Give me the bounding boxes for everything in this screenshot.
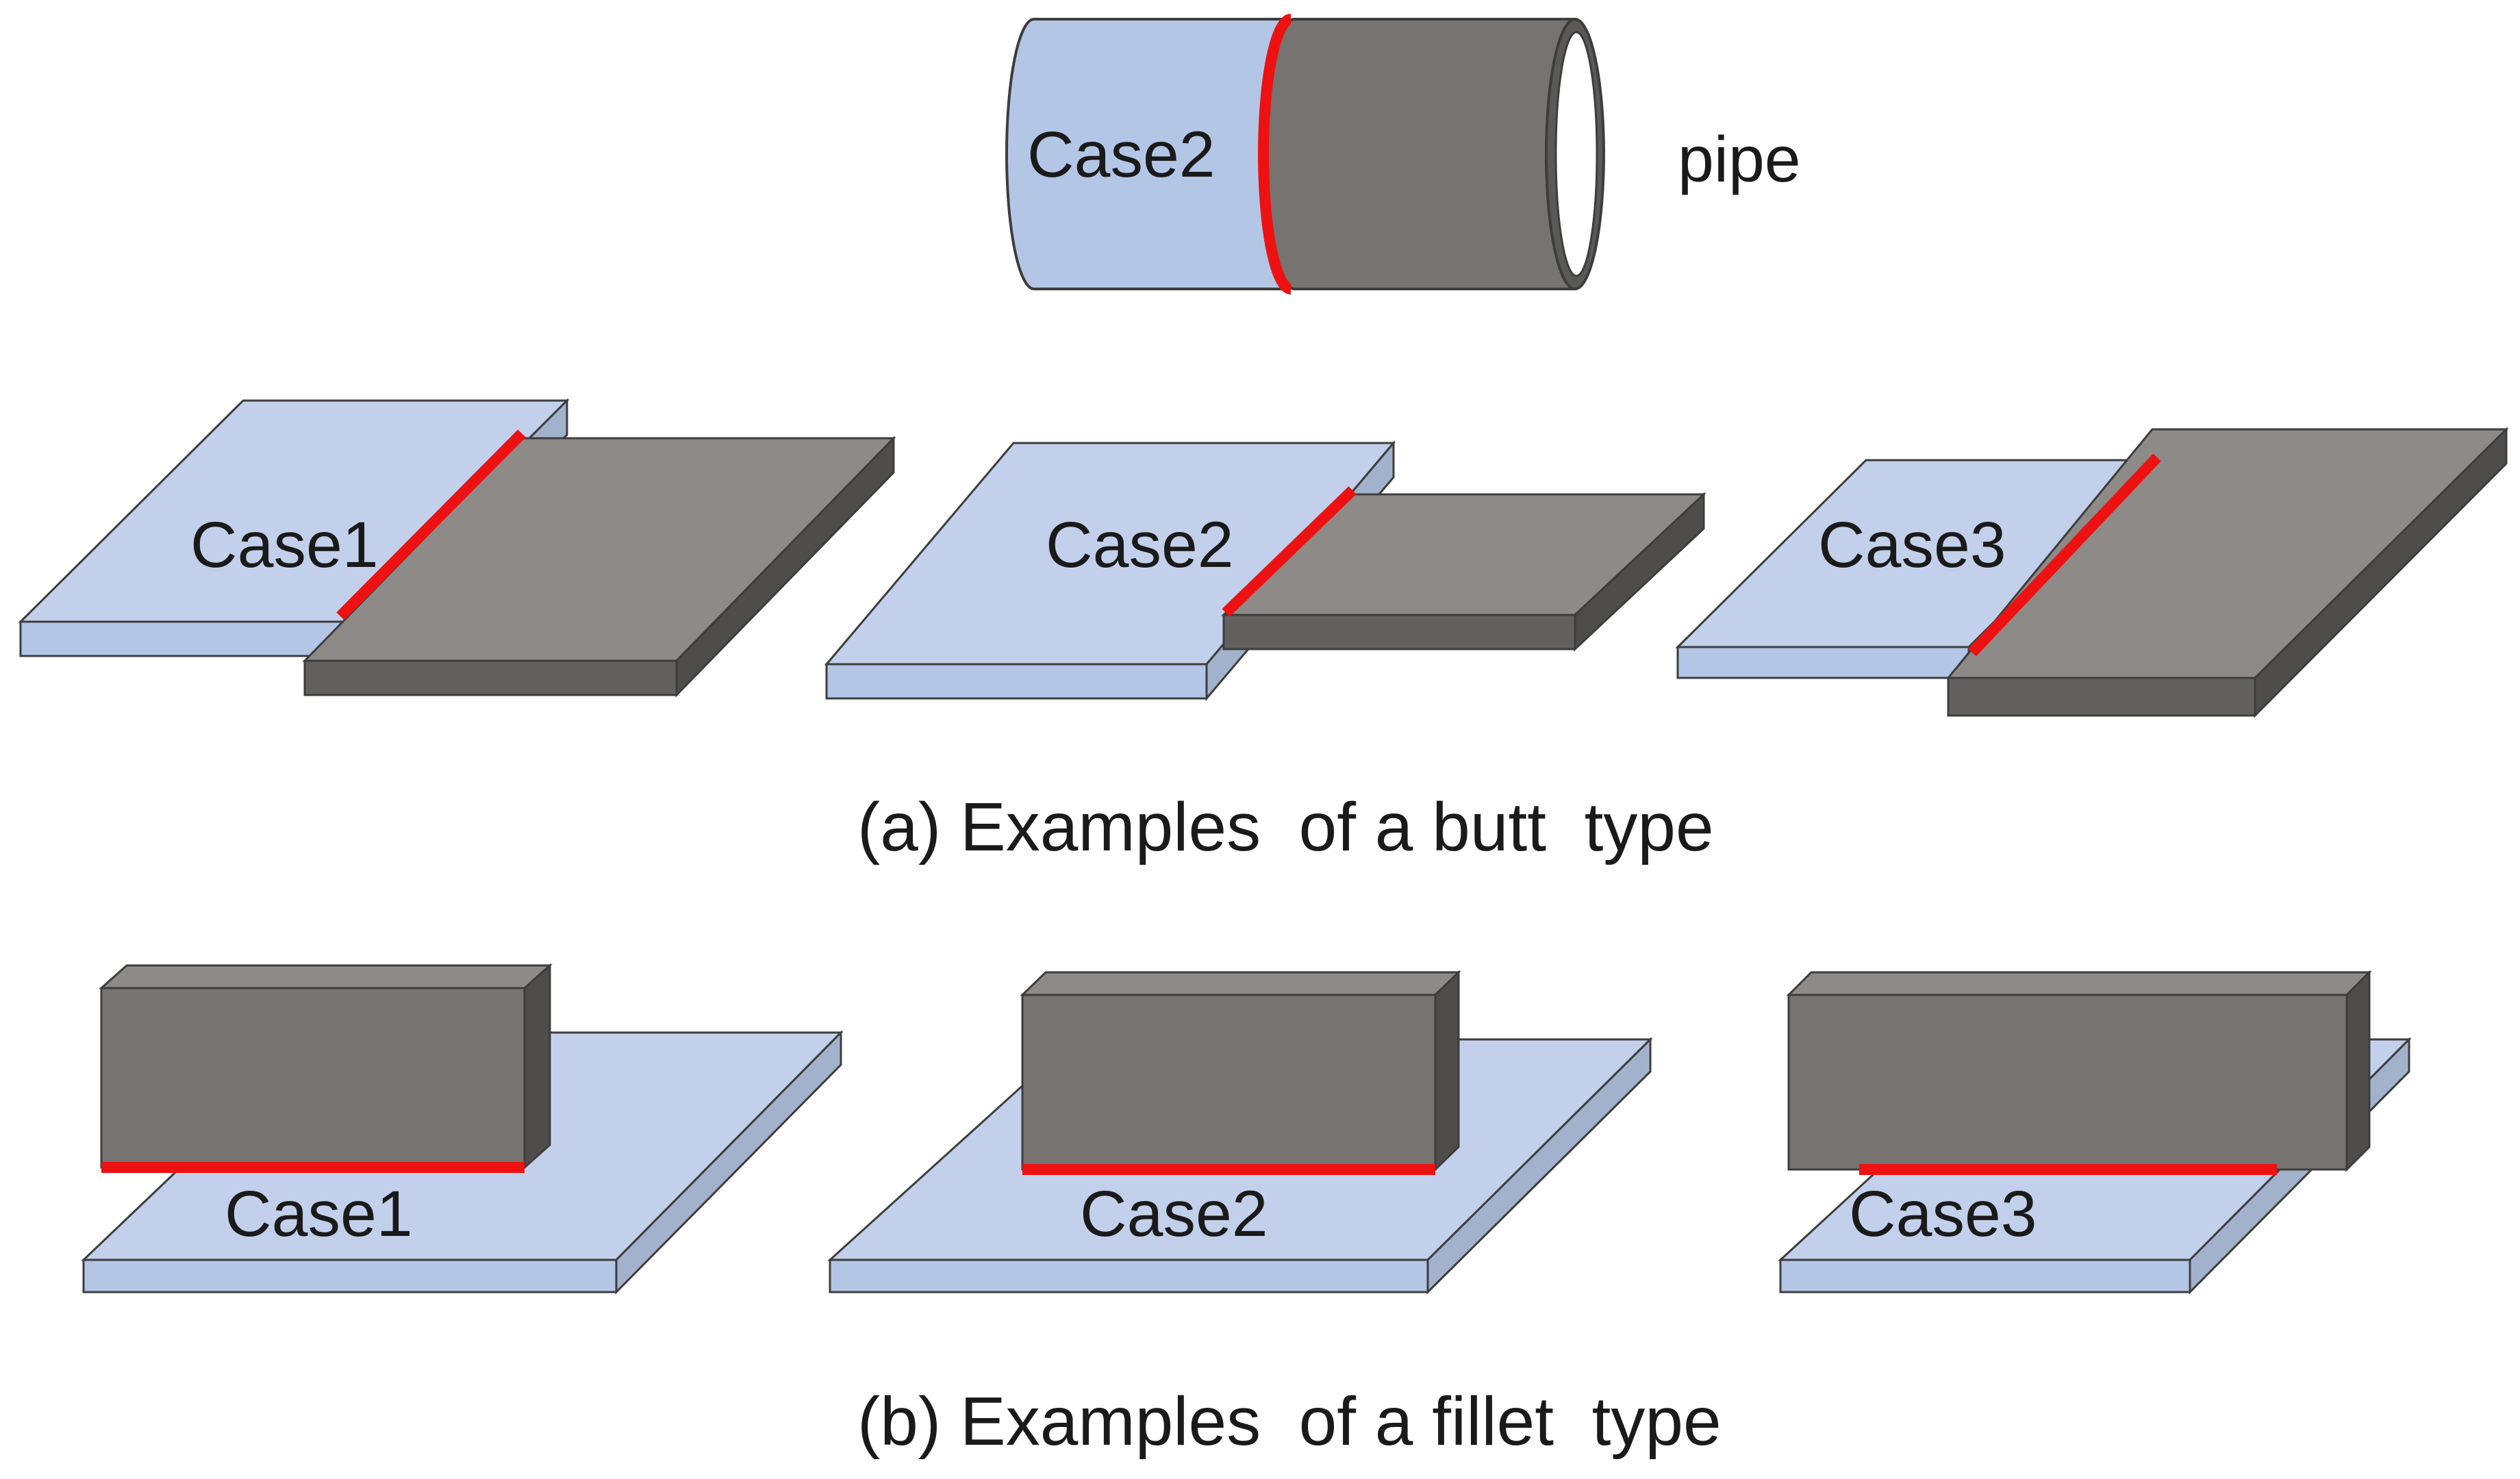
butt-case-2: Case2 [824, 440, 1706, 702]
dark-plate-front [303, 659, 678, 696]
butt-case-1: Case1 [18, 398, 896, 698]
light-plate-front [1676, 646, 1970, 679]
block-front [100, 987, 526, 1169]
block-side [2345, 970, 2371, 1172]
base-plate-front [1779, 1259, 2191, 1293]
pipe-light-section [1005, 18, 1289, 290]
light-plate-front [19, 620, 347, 657]
fillet-case-2: Case2 [827, 970, 1653, 1295]
case-label: Case2 [1080, 1178, 1268, 1250]
fillet-case-3: Case3 [1778, 970, 2412, 1295]
case-label: Case3 [1849, 1178, 2037, 1250]
pipe-case-label: Case2 [1027, 118, 1215, 191]
base-plate-front [829, 1259, 1429, 1293]
butt-case-3: Case3 [1675, 427, 2509, 718]
case-label: Case2 [1046, 509, 1234, 581]
block-top [1786, 971, 2372, 996]
pipe-weld-line [1258, 14, 1292, 294]
pipe-figure: Case2 pipe [1005, 14, 1801, 294]
weld-line [336, 429, 526, 620]
weld-line [1968, 453, 2161, 657]
block-top [99, 964, 553, 989]
block-front [1787, 994, 2348, 1171]
case-label: Case1 [225, 1178, 413, 1250]
pipe-opening [1554, 31, 1598, 277]
case-label: Case3 [1818, 509, 2006, 581]
weld-line [1222, 486, 1357, 617]
block-front [1021, 994, 1437, 1171]
block-side [1434, 970, 1460, 1172]
butt-caption: (a) Examples of a butt type [857, 789, 1714, 865]
fillet-caption: (b) Examples of a fillet type [857, 1383, 1722, 1460]
case-label: Case1 [190, 509, 379, 581]
dark-plate-front [1222, 614, 1576, 650]
fillet-case-1: Case1 [81, 963, 844, 1295]
block-top [1020, 971, 1461, 996]
block-side [523, 963, 551, 1170]
base-plate-front [82, 1259, 618, 1293]
light-plate-front [825, 663, 1208, 700]
pipe-side-label: pipe [1678, 123, 1801, 196]
dark-plate-front [1947, 677, 2256, 717]
pipe-dark-section [1265, 18, 1576, 290]
